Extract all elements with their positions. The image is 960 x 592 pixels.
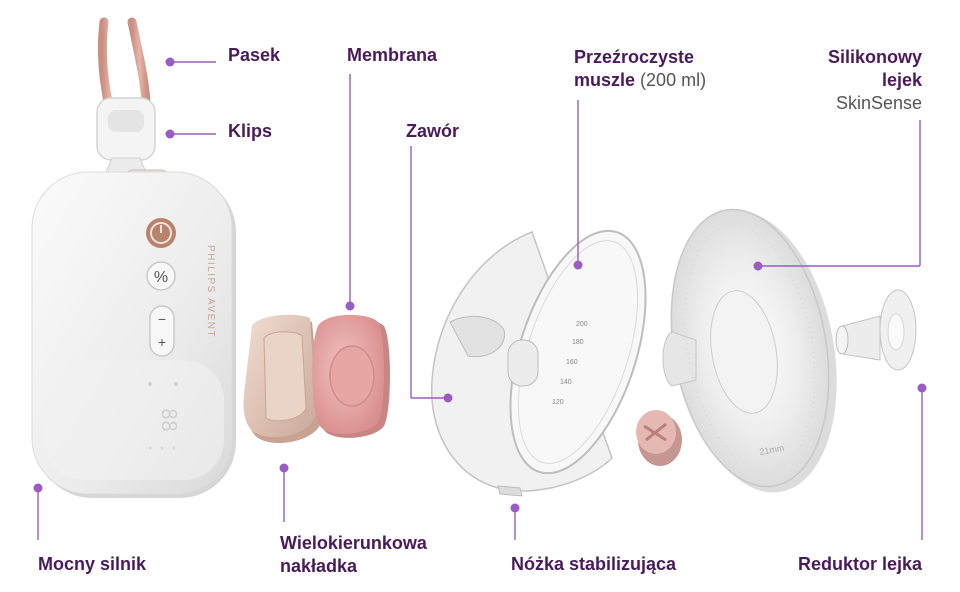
svg-text:%: %: [154, 269, 168, 286]
diaphragm-cap: [243, 314, 322, 444]
label-pasek: Pasek: [228, 45, 281, 65]
valve: [636, 410, 682, 466]
callout-silnik: [33, 483, 43, 540]
brand-avent: AVENT: [205, 298, 216, 338]
svg-text:−: −: [158, 311, 166, 327]
label-lejek: Silikonowy lejek SkinSense: [828, 46, 922, 115]
svg-text:120: 120: [552, 399, 564, 406]
label-lejek-line2: lejek: [881, 70, 922, 90]
callout-lejek: [753, 120, 921, 271]
svg-text:200: 200: [576, 321, 588, 328]
shell-scale: 200 180 160 140 120: [552, 321, 588, 406]
label-membrana: Membrana: [347, 45, 438, 65]
callout-klips: [165, 129, 216, 139]
svg-text:+: +: [158, 334, 166, 350]
motor-display: 88: [157, 408, 181, 432]
label-reduktor: Reduktor lejka: [797, 554, 922, 574]
label-klips: Klips: [228, 121, 273, 141]
label-nakladka: Wielokierunkowa nakładka: [280, 532, 427, 578]
flange-size: 21mm: [759, 443, 785, 457]
label-nozka: Nóżka stabilizująca: [511, 554, 677, 574]
flange: 21mm: [662, 208, 837, 493]
label-lejek-sub: SkinSense: [835, 93, 922, 113]
callout-zawor: [410, 146, 453, 403]
breast-shell: 200 180 160 140 120: [431, 229, 647, 497]
motor-unit: % − + PHILIPS AVENT 88: [31, 171, 236, 498]
callout-pasek: [165, 57, 216, 67]
svg-text:160: 160: [566, 359, 578, 366]
callout-nakladka: [279, 463, 289, 522]
label-muszle-line1: Przeźroczyste: [574, 47, 695, 67]
callout-membrana: [345, 74, 355, 311]
label-muszle: Przeźroczyste muszle (200 ml): [574, 46, 706, 92]
label-muszle-line2: muszle: [574, 70, 636, 90]
power-button: [146, 218, 176, 248]
label-nakladka-line2: nakładka: [280, 556, 358, 576]
label-nakladka-line1: Wielokierunkowa: [280, 533, 427, 553]
callout-reduktor: [917, 383, 927, 540]
svg-text:180: 180: [572, 339, 584, 346]
level-button: − +: [149, 305, 175, 357]
mode-button: %: [146, 261, 176, 291]
membrane: [312, 314, 390, 438]
label-muszle-volume: (200 ml): [640, 70, 707, 90]
label-lejek-line1: Silikonowy: [827, 47, 922, 67]
flange-reducer: [835, 289, 917, 371]
label-zawor: Zawór: [406, 121, 460, 141]
label-silnik: Mocny silnik: [38, 554, 147, 574]
callout-nozka: [510, 503, 520, 540]
callout-muszle: [573, 100, 583, 270]
brand-philips: PHILIPS: [205, 245, 216, 294]
svg-text:140: 140: [560, 379, 572, 386]
